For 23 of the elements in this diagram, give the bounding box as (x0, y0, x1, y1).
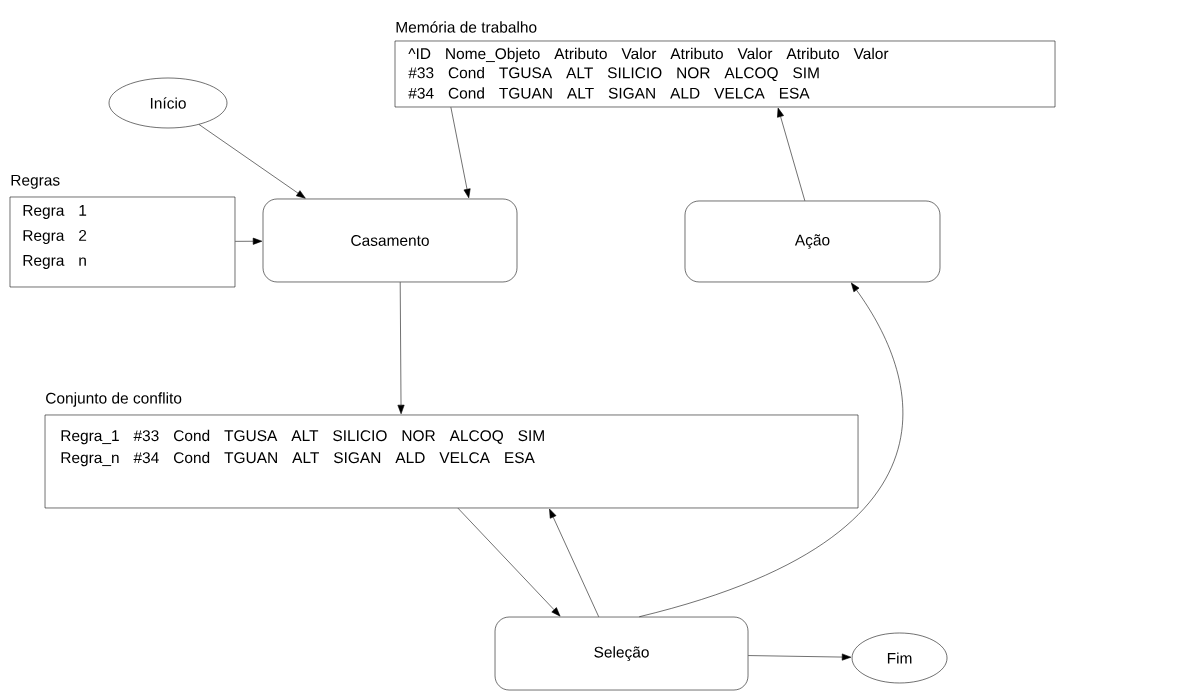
arrow (198, 124, 306, 199)
table-row: Regra 2 (23, 230, 87, 244)
arrow (639, 282, 904, 617)
arrow (777, 107, 806, 201)
table-row: Regra 1 (23, 205, 87, 219)
arrow (397, 282, 405, 415)
table-row: #34 Cond TGUAN ALT SIGAN ALD VELCA ESA (408, 87, 810, 99)
table-row: Regra n (23, 255, 86, 269)
table-row: #33 Cond TGUSA ALT SILICIO NOR ALCOQ SIM (408, 66, 819, 82)
arrow (457, 508, 561, 617)
table-row: Regra_1 #33 Cond TGUSA ALT SILICIO NOR ALCOQ SIM (61, 429, 544, 445)
table-row: Regra_n #34 Cond TGUAN ALT SIGAN ALD VELCA ESA (61, 451, 535, 467)
box-heading: Regras (11, 174, 60, 189)
process-box: Casamento (262, 198, 518, 283)
process-box: Seleção (494, 616, 749, 691)
table-row: ^ID Nome_Objeto Atributo Valor Atributo Valor Atributo Valor (408, 47, 889, 63)
box-heading: Memória de trabalho (396, 21, 537, 33)
box-heading: Conjunto de conflito (46, 392, 182, 407)
arrow (450, 107, 471, 199)
arrow (235, 237, 263, 245)
process-box: Ação (684, 200, 941, 283)
arrow (748, 653, 852, 661)
arrow (549, 508, 599, 617)
